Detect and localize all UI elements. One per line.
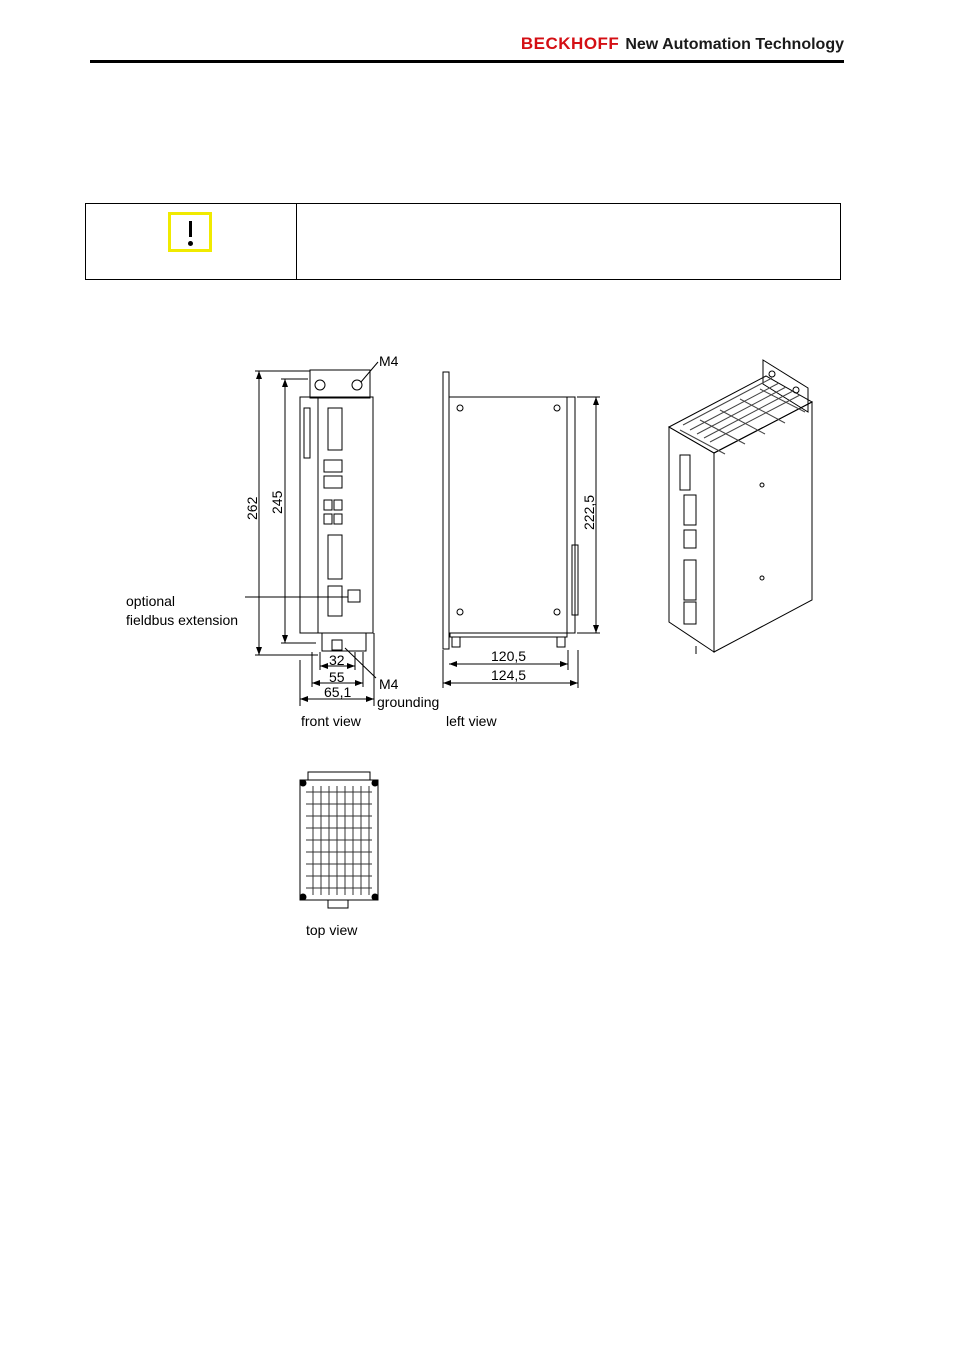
brand-tagline: New Automation Technology bbox=[625, 36, 844, 53]
notice-box bbox=[85, 203, 841, 280]
beckhoff-wordmark: BECKHOFF bbox=[520, 34, 620, 53]
top-view-caption: top view bbox=[306, 922, 358, 938]
dim-55-label: 55 bbox=[329, 669, 345, 685]
dim-65-1-label: 65,1 bbox=[324, 684, 351, 700]
dim-262-label: 262 bbox=[244, 496, 260, 520]
left-view-caption: left view bbox=[446, 713, 497, 729]
header-rule bbox=[90, 60, 844, 63]
notice-icon-cell bbox=[86, 204, 297, 279]
dim-124-5-label: 124,5 bbox=[491, 667, 526, 683]
top-view-vent-grid bbox=[306, 786, 372, 895]
page-header: BECKHOFF New Automation Technology bbox=[90, 30, 844, 66]
front-view-caption: front view bbox=[301, 713, 362, 729]
front-view-drawing bbox=[245, 361, 379, 706]
isometric-view-drawing bbox=[667, 359, 814, 654]
left-view-drawing bbox=[442, 371, 600, 688]
grounding-label: grounding bbox=[377, 694, 439, 710]
brand-logo: BECKHOFF New Automation Technology bbox=[521, 34, 844, 54]
exclamation-warning-icon bbox=[168, 212, 212, 252]
m4-top-label: M4 bbox=[379, 353, 399, 369]
dim-32-label: 32 bbox=[329, 652, 345, 668]
dim-245-label: 245 bbox=[269, 490, 285, 514]
m4-bottom-label: M4 bbox=[379, 676, 399, 692]
dim-222-5-label: 222,5 bbox=[581, 495, 597, 530]
isometric-vent-grid bbox=[679, 377, 806, 455]
fieldbus-label-line1: optional bbox=[126, 593, 175, 609]
dim-120-5-label: 120,5 bbox=[491, 648, 526, 664]
top-view-drawing bbox=[299, 771, 379, 909]
fieldbus-label-line2: fieldbus extension bbox=[126, 612, 238, 628]
